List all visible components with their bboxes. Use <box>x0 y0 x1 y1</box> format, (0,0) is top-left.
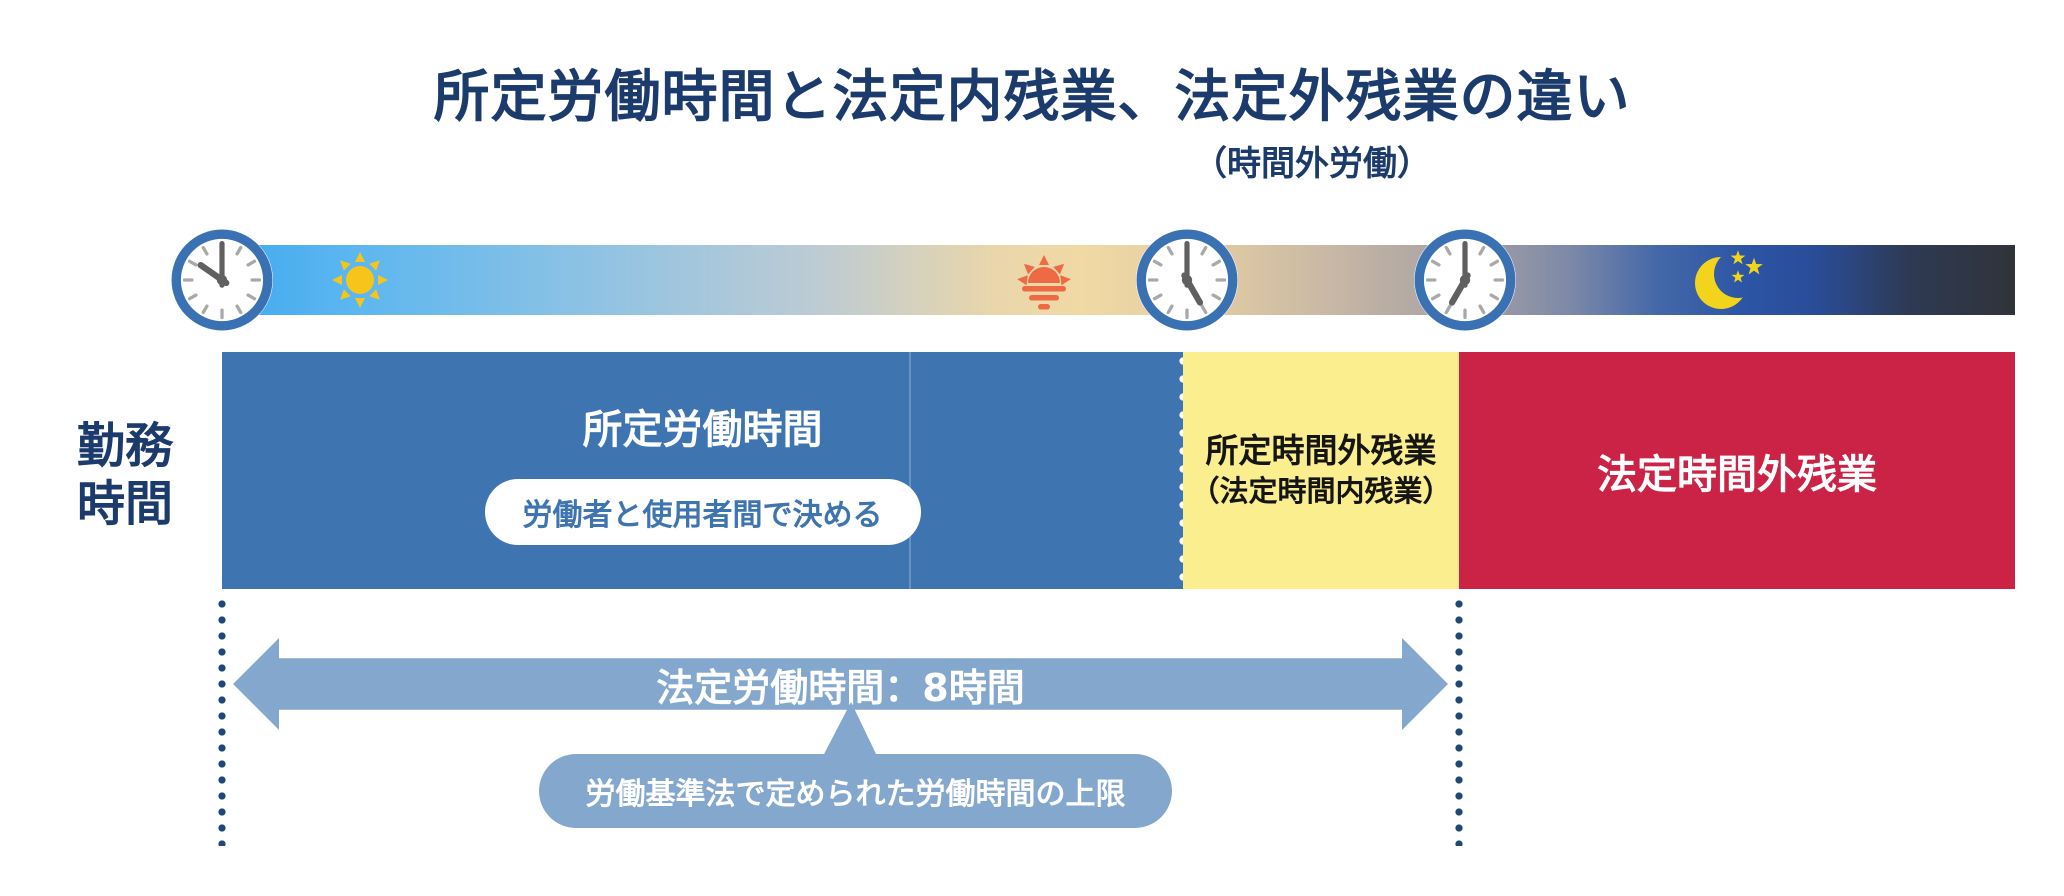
clock-icon <box>1136 229 1238 331</box>
clock-icon <box>1414 229 1516 331</box>
segment-overtime-beyond-statutory: 法定時間外残業 <box>1459 352 2015 589</box>
callout-tail <box>823 702 877 756</box>
segment-overtime-beyond-label: 法定時間外残業 <box>1597 451 1877 498</box>
page-subtitle: （時間外労働） <box>1193 144 1431 184</box>
segment-overtime-within-statutory: 所定時間外残業 （法定時間内残業） <box>1183 352 1459 589</box>
segment-scheduled-hours: 所定労働時間 労働者と使用者間で決める <box>222 352 1183 589</box>
clock-icon <box>171 229 273 331</box>
segment-seam-divider <box>909 352 911 589</box>
moon-icon <box>1695 250 1763 309</box>
row-label-line2: 時間 <box>76 475 173 532</box>
segment-overtime-within-sublabel: （法定時間内残業） <box>1190 474 1452 509</box>
row-label-kinmu-jikan: 勤務 時間 <box>55 418 195 533</box>
dotted-guide-left <box>218 596 226 846</box>
sun-icon <box>332 252 388 308</box>
segment-overtime-within-label: 所定時間外残業 <box>1205 431 1437 471</box>
page-title: 所定労働時間と法定内残業、法定外残業の違い <box>433 65 1631 130</box>
sunset-icon <box>1017 255 1071 310</box>
statutory-hours-callout-label: 労働基準法で定められた労働時間の上限 <box>585 777 1126 812</box>
segment-scheduled-label: 所定労働時間 <box>582 406 823 453</box>
statutory-hours-callout: 労働基準法で定められた労働時間の上限 <box>539 754 1172 828</box>
dotted-guide-right <box>1455 596 1463 846</box>
statutory-hours-arrow-label: 法定労働時間：8時間 <box>656 665 1025 710</box>
row-label-line1: 勤務 <box>76 418 173 474</box>
working-hours-bar: 所定労働時間 労働者と使用者間で決める 所定時間外残業 （法定時間内残業） 法定… <box>222 352 2015 589</box>
statutory-hours-arrow: 法定労働時間：8時間 <box>233 638 1448 730</box>
scheduled-hours-badge: 労働者と使用者間で決める <box>484 478 921 545</box>
